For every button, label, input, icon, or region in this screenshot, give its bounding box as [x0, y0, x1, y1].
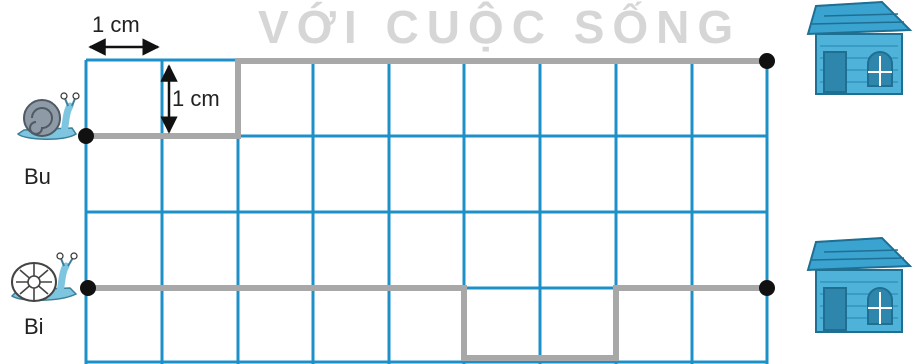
house-icon: [808, 2, 910, 94]
snail-icon: [18, 93, 79, 139]
end-dot-bu: [759, 53, 775, 69]
snail-label-bi: Bi: [24, 316, 44, 338]
start-dot-bu: [78, 128, 94, 144]
measure-label-horizontal: 1 cm: [92, 14, 140, 36]
house-icon: [808, 238, 910, 332]
snail-label-bu: Bu: [24, 166, 51, 188]
path-bi: [86, 288, 767, 358]
measure-label-vertical: 1 cm: [172, 88, 220, 110]
start-dot-bi: [80, 280, 96, 296]
snail-icon: [12, 253, 77, 301]
end-dot-bi: [759, 280, 775, 296]
